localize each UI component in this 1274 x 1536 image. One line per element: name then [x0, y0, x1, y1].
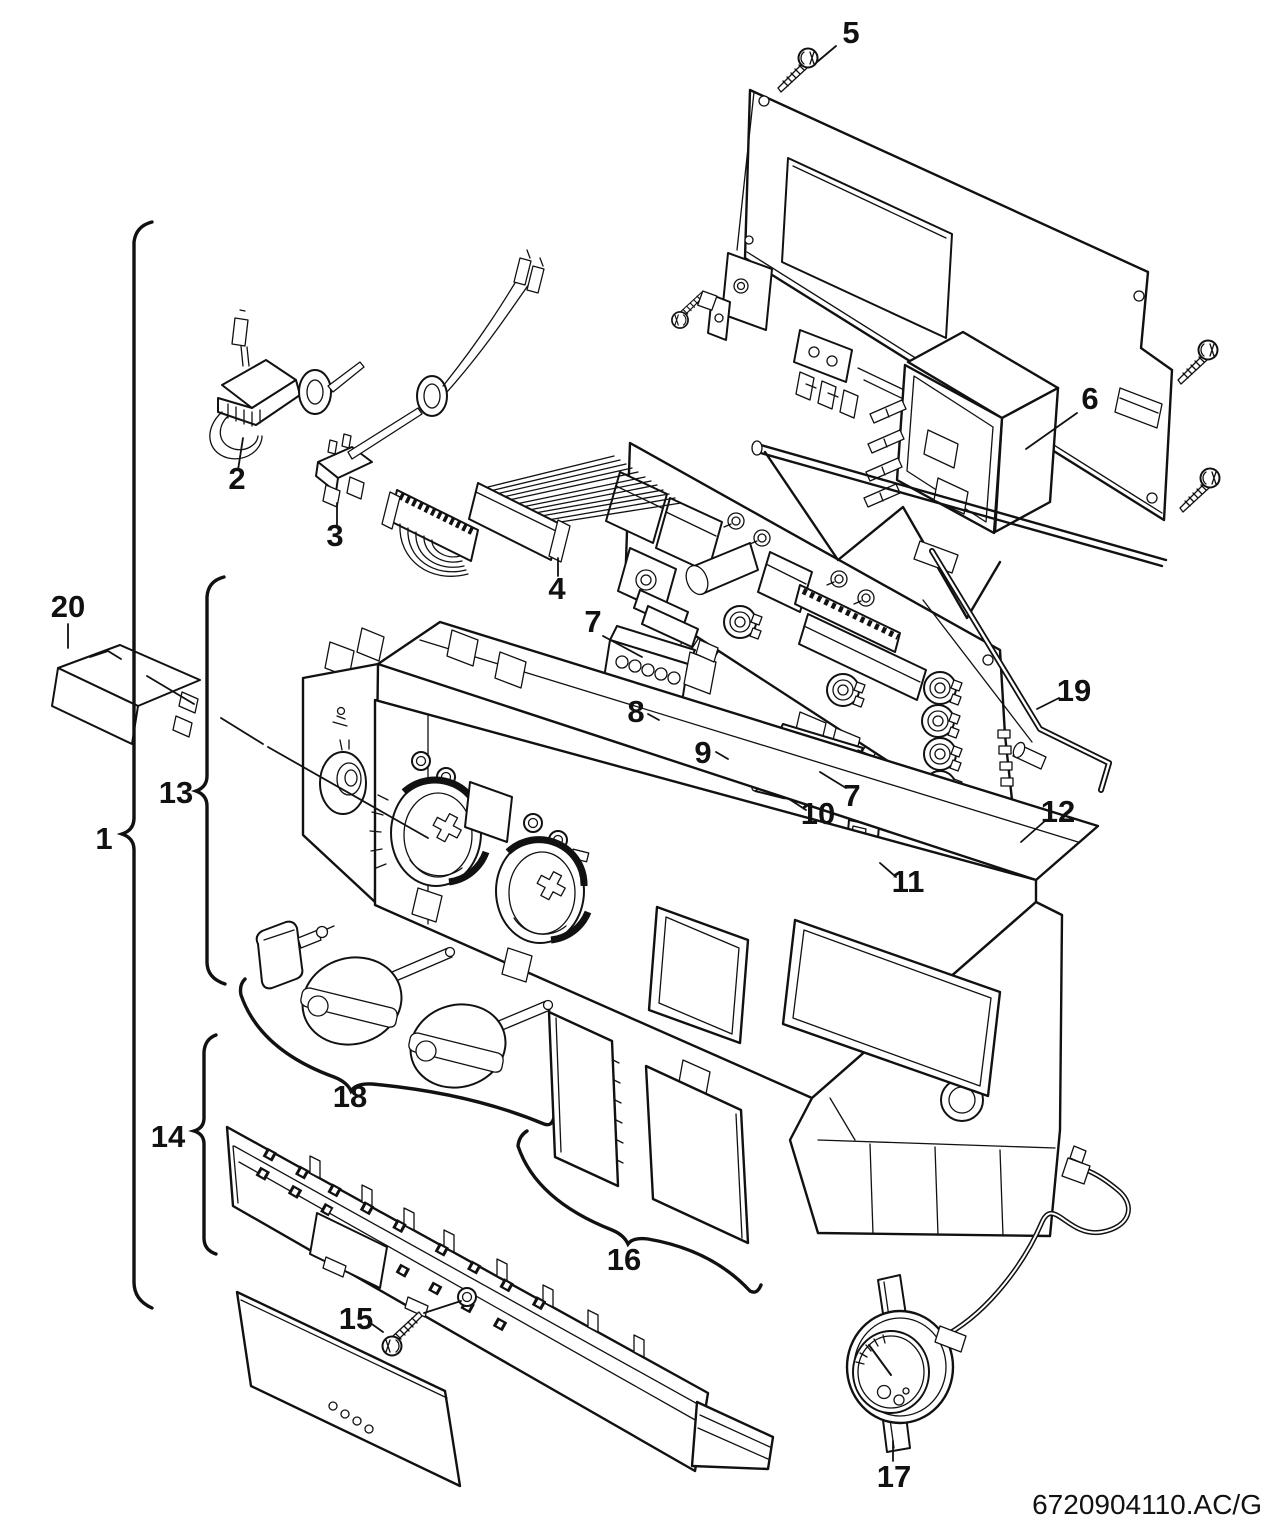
screw-5	[777, 47, 819, 93]
dial-2	[495, 836, 592, 944]
panel-screw-left	[671, 290, 718, 329]
callout-14: 14	[151, 1119, 186, 1154]
chassis-housing	[301, 620, 1100, 1238]
support-frame	[751, 387, 1168, 620]
callout-9: 9	[694, 735, 711, 770]
terminal-block-7a	[603, 625, 719, 703]
pcb-components	[605, 471, 1004, 853]
lower-panel	[235, 1290, 462, 1488]
bracket-13	[191, 575, 227, 986]
front-fascia-14	[225, 1125, 775, 1488]
callout-8: 8	[627, 694, 644, 729]
key-knob	[255, 920, 335, 990]
callout-3: 3	[326, 518, 343, 553]
callout-2: 2	[228, 461, 245, 496]
callout-4: 4	[548, 571, 566, 606]
knob-2	[408, 999, 554, 1089]
bracket-16	[516, 1129, 763, 1294]
chimney-sweep-icon	[332, 706, 348, 727]
callout-5: 5	[842, 15, 859, 50]
back-panel	[707, 88, 1174, 522]
callout-12: 12	[1041, 794, 1075, 829]
pressure-gauge-17	[845, 1145, 1131, 1453]
panel-screw-right-top	[1177, 339, 1219, 385]
ribbon-cable-4	[381, 455, 682, 577]
capillary-fitting	[1061, 1145, 1091, 1185]
callout-16: 16	[607, 1242, 641, 1277]
knob-1	[300, 946, 456, 1046]
wire-holder-19	[913, 540, 1112, 793]
callout-13: 13	[159, 775, 193, 810]
callout-10: 10	[801, 796, 835, 831]
callout-11: 11	[892, 864, 925, 899]
cable-2	[209, 309, 365, 460]
callout-leaders	[67, 45, 1078, 1462]
callout-1: 1	[95, 821, 112, 856]
cap-position-leader	[146, 675, 429, 839]
callout-6: 6	[1081, 381, 1098, 416]
knob-set-18	[238, 920, 556, 1127]
callout-17: 17	[877, 1459, 911, 1494]
screw-15	[381, 1300, 462, 1357]
bracket-14	[188, 1033, 218, 1256]
panel-flange-bracket	[707, 252, 773, 341]
callout-20: 20	[51, 589, 85, 624]
dial-1	[369, 776, 490, 887]
earth-tab-bracket	[793, 329, 859, 419]
callout-7-b: 7	[843, 778, 860, 813]
callout-7-a: 7	[584, 604, 601, 639]
bracket-18	[238, 977, 556, 1127]
callout-15: 15	[339, 1301, 373, 1336]
sensor-cable-3-4-wires	[347, 249, 545, 460]
callout-18: 18	[333, 1079, 367, 1114]
display-plates-16	[516, 1010, 763, 1294]
document-code: 6720904110.AC/G	[1032, 1489, 1262, 1520]
panel-screw-right-bottom	[1179, 467, 1221, 513]
bracket-1	[116, 220, 154, 1310]
callout-19: 19	[1057, 673, 1091, 708]
